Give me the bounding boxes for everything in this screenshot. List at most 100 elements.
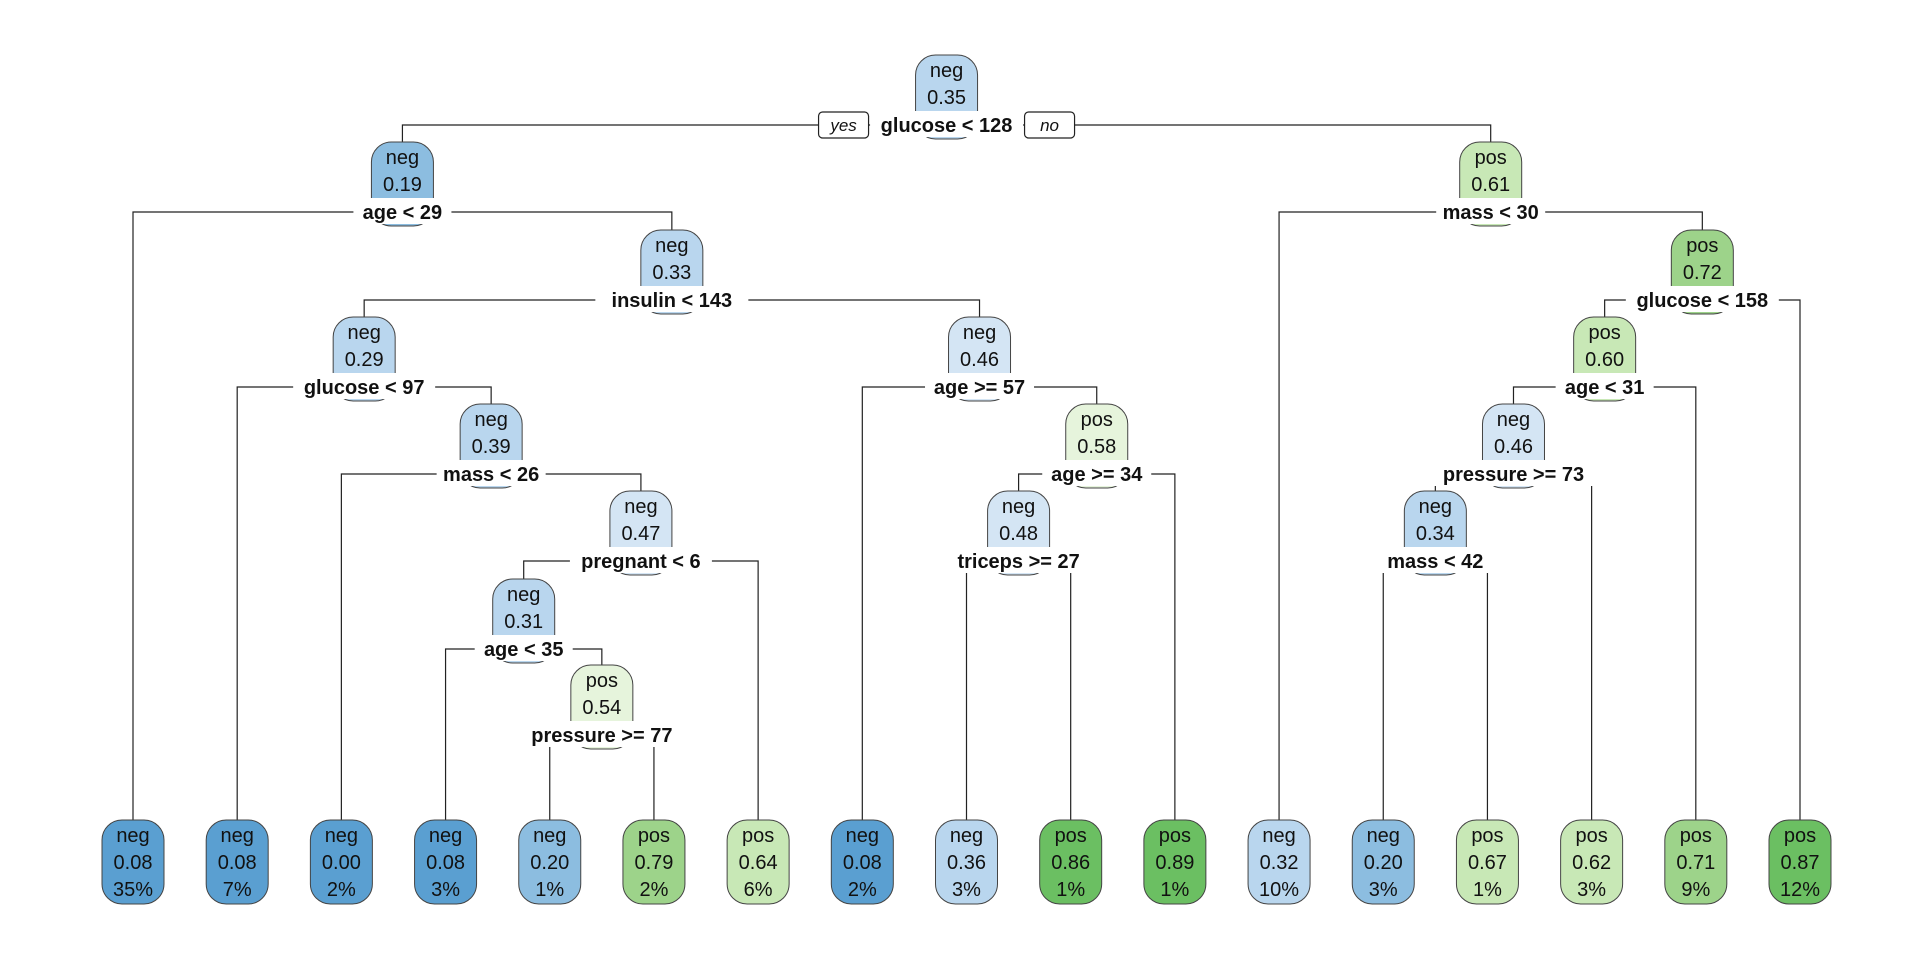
- node-percentage: 3%: [1369, 879, 1398, 901]
- node-class-label: pos: [1081, 409, 1113, 431]
- tree-edge-n26-n29: [1604, 386, 1697, 824]
- node-probability: 0.67: [1468, 852, 1507, 874]
- node-class-label: neg: [221, 825, 254, 847]
- root-branch-tag-no: no: [1023, 111, 1076, 139]
- tree-edge-n1-n2: [401, 124, 947, 146]
- tree-edge-n5-n7: [671, 299, 981, 321]
- node-probability: 0.20: [1364, 852, 1403, 874]
- node-percentage: 3%: [952, 879, 981, 901]
- node-box: [1560, 819, 1624, 905]
- node-percentage: 1%: [1473, 879, 1502, 901]
- split-condition: pressure >= 77: [531, 725, 672, 747]
- node-probability: 0.19: [383, 174, 422, 196]
- node-box: [205, 819, 269, 905]
- node-box: [1247, 819, 1311, 905]
- node-percentage: 7%: [223, 879, 252, 901]
- node-class-label: neg: [325, 825, 358, 847]
- split-condition: glucose < 97: [304, 377, 425, 399]
- node-probability: 0.60: [1585, 349, 1624, 371]
- split-condition: mass < 30: [1443, 202, 1539, 224]
- node-class-label: pos: [638, 825, 670, 847]
- node-probability: 0.64: [739, 852, 778, 874]
- node-class-label: neg: [950, 825, 983, 847]
- node-probability: 0.58: [1077, 436, 1116, 458]
- split-condition: age < 29: [363, 202, 443, 224]
- tree-edge-n20-n23: [1018, 560, 1072, 824]
- node-probability: 0.31: [504, 611, 543, 633]
- node-class-label: neg: [963, 322, 996, 344]
- split-label-background: [353, 198, 452, 224]
- node-percentage: 35%: [113, 879, 153, 901]
- node-box: [518, 819, 582, 905]
- node-class-label: neg: [846, 825, 879, 847]
- node-class-label: pos: [742, 825, 774, 847]
- node-box: [414, 819, 478, 905]
- tree-edge-n30-n33: [1435, 560, 1489, 824]
- node-box: [1039, 819, 1103, 905]
- split-label-background: [1436, 198, 1546, 224]
- node-box: [726, 819, 790, 905]
- node-percentage: 6%: [744, 879, 773, 901]
- node-class-label: pos: [586, 670, 618, 692]
- node-class-label: pos: [1784, 825, 1816, 847]
- split-label-background: [436, 460, 546, 486]
- node-probability: 0.47: [621, 523, 660, 545]
- node-class-label: neg: [116, 825, 149, 847]
- node-probability: 0.39: [472, 436, 511, 458]
- node-probability: 0.61: [1471, 174, 1510, 196]
- tree-edge-n19-n21: [1096, 473, 1176, 824]
- node-probability: 0.48: [999, 523, 1038, 545]
- node-class-label: neg: [386, 147, 419, 169]
- node-percentage: 1%: [1056, 879, 1085, 901]
- node-percentage: 2%: [848, 879, 877, 901]
- node-class-label: neg: [1497, 409, 1530, 431]
- node-class-label: pos: [1475, 147, 1507, 169]
- node-probability: 0.54: [582, 697, 621, 719]
- node-probability: 0.46: [1494, 436, 1533, 458]
- split-label-background: [1625, 286, 1779, 312]
- tree-edge-n28-n31: [1513, 473, 1593, 824]
- tree-node-n18: neg 0.08 2%: [830, 819, 894, 905]
- node-percentage: 3%: [1577, 879, 1606, 901]
- node-probability: 0.89: [1155, 852, 1194, 874]
- split-label-background: [569, 547, 712, 573]
- node-class-label: neg: [1002, 496, 1035, 518]
- split-condition: insulin < 143: [612, 290, 733, 312]
- split-label-background: [595, 286, 749, 312]
- split-condition: age < 35: [484, 639, 564, 661]
- node-class-label: neg: [533, 825, 566, 847]
- node-probability: 0.34: [1416, 523, 1455, 545]
- node-percentage: 1%: [1160, 879, 1189, 901]
- node-class-label: pos: [1576, 825, 1608, 847]
- node-class-label: neg: [624, 496, 657, 518]
- split-label-background: [1042, 460, 1152, 486]
- node-probability: 0.08: [843, 852, 882, 874]
- node-probability: 0.08: [426, 852, 465, 874]
- node-probability: 0.35: [927, 87, 966, 109]
- split-condition: age >= 57: [934, 377, 1025, 399]
- node-box: [101, 819, 165, 905]
- split-label-background: [870, 111, 1024, 137]
- tree-edge-n11-n13: [640, 560, 759, 824]
- split-condition: glucose < 158: [1636, 290, 1768, 312]
- node-box: [830, 819, 894, 905]
- branch-tag-label: yes: [829, 116, 857, 135]
- node-box: [1664, 819, 1728, 905]
